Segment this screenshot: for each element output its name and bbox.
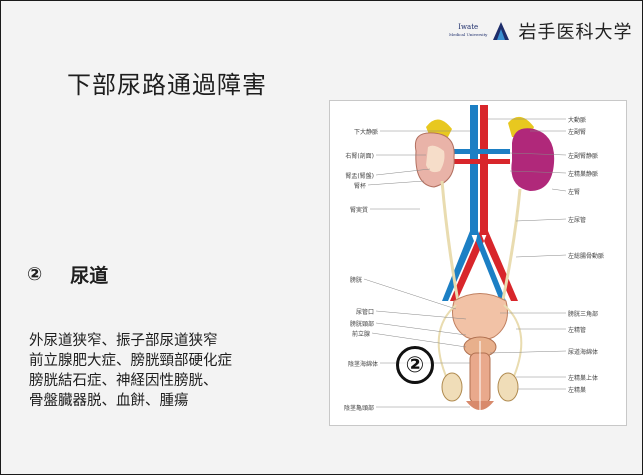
figure-label: 下大静脈 (354, 127, 378, 136)
figure-label: 大動脈 (568, 115, 586, 124)
figure-label: 陰茎海綿体 (348, 359, 378, 368)
figure-label: 膀胱頸部 (350, 319, 374, 328)
urinary-anatomy-figure: 下大静脈 右腎(剖面) 腎盂(腎盤) 腎杯 腎実質 膀胱 尿管口 膀胱頸部 前立… (329, 100, 627, 426)
figure-label: 前立腺 (352, 329, 370, 338)
figure-label: 右腎(剖面) (345, 151, 374, 160)
figure-label: 左精管 (568, 325, 586, 334)
logo-english-text: Iwate Medical University (449, 23, 487, 39)
section-number: ② (27, 264, 42, 285)
university-logo: Iwate Medical University 岩手医科大学 (449, 15, 632, 47)
logo-mark-icon (490, 20, 512, 42)
figure-label: 尿道海綿体 (568, 347, 598, 356)
section-heading: ② 尿道 (27, 261, 108, 288)
figure-label: 陰茎亀頭部 (344, 403, 374, 412)
figure-label: 左総腸骨動脈 (568, 251, 604, 260)
urethra-marker-badge: ② (396, 346, 434, 384)
section-title: 尿道 (70, 261, 108, 288)
figure-label: 左尿管 (568, 215, 586, 224)
figure-label: 膀胱三角部 (568, 309, 598, 318)
cause-line: 前立腺肥大症、膀胱頸部硬化症 (29, 351, 232, 371)
figure-label: 左精巣上体 (568, 373, 598, 382)
figure-label: 左精巣静脈 (568, 169, 598, 178)
figure-label: 腎盂(腎盤) (345, 171, 374, 180)
logo-japanese-text: 岩手医科大学 (518, 18, 632, 44)
figure-label: 腎杯 (354, 181, 366, 190)
figure-label: 腎実質 (350, 205, 368, 214)
figure-label: 左精巣 (568, 385, 586, 394)
cause-line: 骨盤臓器脱、血餅、腫瘍 (29, 391, 232, 411)
cause-line: 外尿道狭窄、振子部尿道狭窄 (29, 331, 232, 351)
figure-label: 膀胱 (350, 275, 362, 284)
figure-label: 左副腎静脈 (568, 151, 598, 160)
figure-label: 左腎 (568, 187, 580, 196)
cause-line: 膀胱結石症、神経因性膀胱、 (29, 371, 232, 391)
figure-label: 左副腎 (568, 127, 586, 136)
figure-label: 尿管口 (356, 307, 374, 316)
causes-list: 外尿道狭窄、振子部尿道狭窄 前立腺肥大症、膀胱頸部硬化症 膀胱結石症、神経因性膀… (29, 331, 232, 411)
slide-title: 下部尿路通過障害 (67, 65, 267, 100)
